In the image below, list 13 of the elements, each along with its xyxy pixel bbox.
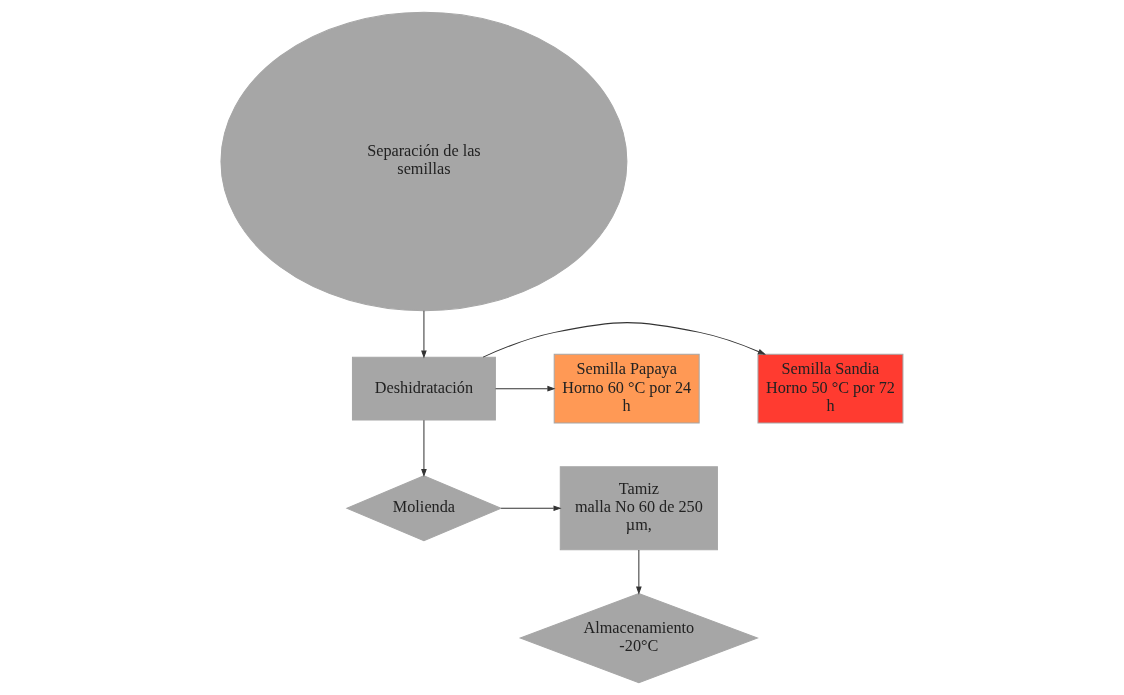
arrow — [421, 310, 427, 359]
arrow — [421, 419, 427, 478]
arrow — [495, 385, 556, 392]
node-ellipse: Separación de las semillas — [220, 11, 628, 312]
node-box: Tamiz malla No 60 de 250 µm, — [559, 466, 718, 551]
node-diamond: Molienda — [345, 475, 503, 542]
node-box: Semilla Sandia Horno 50 °C por 72 h — [757, 353, 904, 424]
arrow — [500, 505, 562, 512]
arrow — [482, 322, 767, 358]
node-box: Deshidratación — [351, 356, 496, 421]
node-box: Semilla Papaya Horno 60 °C por 24 h — [553, 353, 700, 424]
arrow — [636, 549, 642, 595]
node-diamond: Almacenamiento -20°C — [518, 592, 759, 684]
